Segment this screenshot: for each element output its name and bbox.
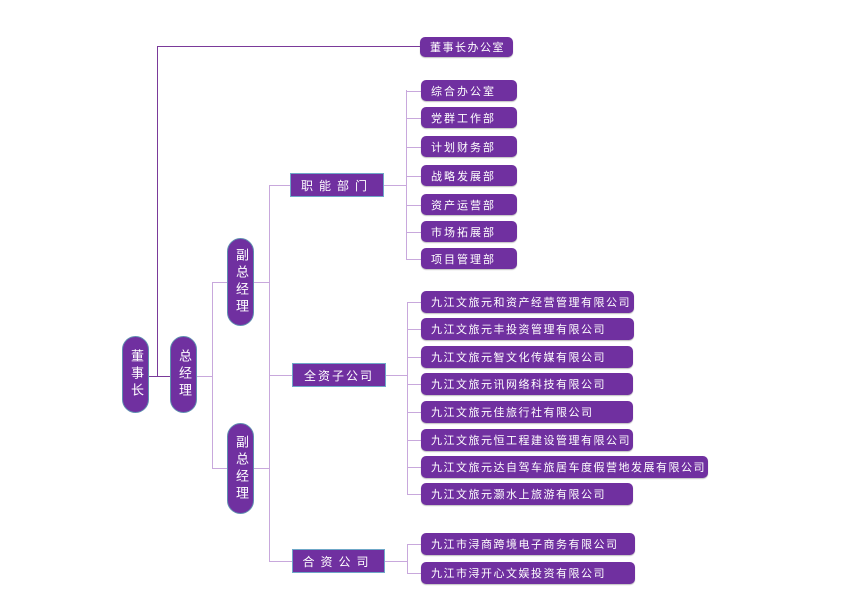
node-label: 资产运营部 — [431, 198, 496, 212]
node-label: 九江文旅元达自驾车旅居车度假营地发展有限公司 — [431, 461, 706, 474]
connector — [406, 232, 421, 233]
leaf-node[interactable]: 资产运营部 — [421, 194, 517, 215]
connector — [406, 147, 421, 148]
connector — [407, 544, 408, 574]
node-label: 全资子公司 — [303, 368, 374, 383]
connector — [407, 467, 421, 468]
leaf-node[interactable]: 市场拓展部 — [421, 221, 517, 242]
connector — [254, 282, 269, 283]
leaf-node[interactable]: 计划财务部 — [421, 136, 517, 157]
connector — [407, 302, 421, 303]
node-label: 九江文旅元灏水上旅游有限公司 — [431, 488, 606, 501]
node-label: 党群工作部 — [431, 111, 496, 125]
connector — [269, 185, 270, 562]
leaf-node[interactable]: 综合办公室 — [421, 80, 517, 101]
node-label: 战略发展部 — [431, 169, 496, 183]
leaf-node[interactable]: 党群工作部 — [421, 107, 517, 128]
node-label: 总经理 — [176, 349, 191, 400]
connector — [197, 376, 212, 377]
node-chairman-office[interactable]: 董事长办公室 — [420, 37, 513, 57]
leaf-node[interactable]: 战略发展部 — [421, 165, 517, 186]
connector — [407, 440, 421, 441]
leaf-node[interactable]: 九江市浔商跨境电子商务有限公司 — [421, 533, 635, 555]
connector — [407, 544, 421, 545]
node-label: 董事长办公室 — [430, 41, 505, 54]
connector — [269, 561, 292, 562]
connector — [406, 90, 407, 260]
connector — [384, 185, 406, 186]
node-chairman[interactable]: 董事长 — [122, 336, 149, 413]
node-group-joint-ventures[interactable]: 合资公司 — [292, 549, 385, 573]
node-label: 九江文旅元和资产经营管理有限公司 — [431, 296, 631, 309]
node-label: 职能部门 — [300, 178, 373, 193]
connector — [254, 468, 269, 469]
connector — [157, 46, 158, 377]
node-label: 九江市浔开心文娱投资有限公司 — [431, 567, 606, 580]
leaf-node[interactable]: 九江文旅元讯网络科技有限公司 — [421, 373, 633, 395]
node-deputy-gm-bottom[interactable]: 副总经理 — [227, 423, 254, 514]
node-label: 九江市浔商跨境电子商务有限公司 — [431, 538, 619, 551]
connector — [407, 329, 421, 330]
leaf-node[interactable]: 九江文旅元智文化传媒有限公司 — [421, 346, 633, 368]
node-label: 九江文旅元佳旅行社有限公司 — [431, 406, 594, 419]
node-label: 副总经理 — [233, 248, 248, 316]
node-label: 九江文旅元丰投资管理有限公司 — [431, 323, 606, 336]
node-label: 九江文旅元智文化传媒有限公司 — [431, 351, 606, 364]
connector — [269, 375, 292, 376]
connector — [406, 176, 421, 177]
connector — [157, 46, 420, 47]
connector — [212, 468, 227, 469]
leaf-node[interactable]: 九江文旅元佳旅行社有限公司 — [421, 401, 633, 423]
node-label: 计划财务部 — [431, 140, 496, 154]
connector — [386, 375, 407, 376]
node-group-functional[interactable]: 职能部门 — [290, 173, 384, 197]
connector — [212, 282, 213, 469]
connector — [406, 91, 421, 92]
connector — [269, 185, 290, 186]
connector — [406, 205, 421, 206]
connector — [149, 376, 170, 377]
node-label: 合资公司 — [302, 554, 375, 569]
leaf-node[interactable]: 九江文旅元丰投资管理有限公司 — [421, 318, 634, 340]
node-label: 综合办公室 — [431, 84, 496, 98]
connector — [406, 259, 421, 260]
connector — [407, 573, 421, 574]
node-label: 董事长 — [128, 349, 143, 400]
node-deputy-gm-top[interactable]: 副总经理 — [227, 238, 254, 326]
leaf-node[interactable]: 九江文旅元达自驾车旅居车度假营地发展有限公司 — [421, 456, 708, 478]
connector — [407, 384, 421, 385]
node-group-subsidiaries[interactable]: 全资子公司 — [292, 363, 386, 387]
node-label: 九江文旅元恒工程建设管理有限公司 — [431, 434, 631, 447]
connector — [407, 494, 421, 495]
connector — [407, 412, 421, 413]
connector — [385, 561, 407, 562]
connector — [406, 118, 421, 119]
leaf-node[interactable]: 九江文旅元恒工程建设管理有限公司 — [421, 429, 633, 451]
leaf-node[interactable]: 九江文旅元灏水上旅游有限公司 — [421, 483, 633, 505]
connector — [407, 302, 408, 494]
node-label: 项目管理部 — [431, 252, 496, 266]
leaf-node[interactable]: 九江市浔开心文娱投资有限公司 — [421, 562, 635, 584]
node-general-manager[interactable]: 总经理 — [170, 336, 197, 413]
node-label: 副总经理 — [233, 434, 248, 503]
connector — [212, 282, 227, 283]
connector — [407, 357, 421, 358]
node-label: 市场拓展部 — [431, 225, 496, 239]
leaf-node[interactable]: 项目管理部 — [421, 248, 517, 269]
leaf-node[interactable]: 九江文旅元和资产经营管理有限公司 — [421, 291, 634, 313]
node-label: 九江文旅元讯网络科技有限公司 — [431, 378, 606, 391]
